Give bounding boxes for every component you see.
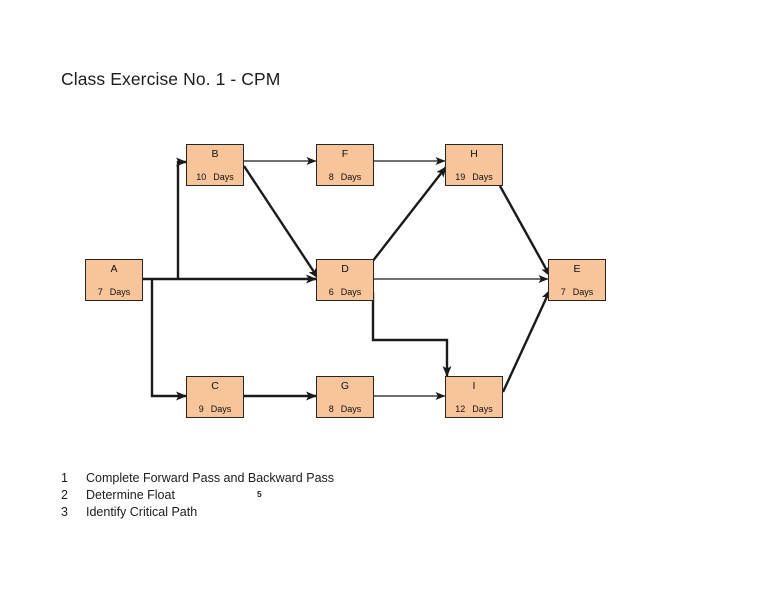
node-a-duration: 7 Days (86, 286, 142, 298)
task-2-number: 2 (61, 488, 68, 503)
node-b-duration-unit: Days (213, 172, 234, 182)
cpm-node-g[interactable]: G 8 Days (316, 376, 374, 418)
node-g-duration-unit: Days (340, 404, 362, 414)
node-d-duration: 6 Days (317, 286, 373, 298)
edge-a-to-b (176, 157, 187, 279)
node-i-id: I (472, 380, 476, 392)
node-e-id: E (573, 263, 581, 275)
node-a-id: A (110, 263, 118, 275)
node-i-duration-unit: Days (472, 404, 493, 414)
task-list: 1 Complete Forward Pass and Backward Pas… (61, 470, 481, 522)
cpm-node-f[interactable]: F 8 Days (316, 144, 374, 186)
node-e-duration-unit: Days (572, 287, 594, 297)
cpm-node-a[interactable]: A 7 Days (85, 259, 143, 301)
node-h-duration-value: 19 (455, 172, 466, 182)
node-a-duration-value: 7 (97, 287, 103, 297)
node-d-duration-value: 6 (328, 287, 334, 297)
node-c-duration-unit: Days (210, 404, 232, 414)
node-i-duration: 12 Days (446, 403, 502, 415)
node-f-id: F (341, 148, 349, 160)
edge-d-to-h (371, 166, 447, 263)
node-f-duration-value: 8 (328, 172, 334, 182)
cpm-node-e[interactable]: E 7 Days (548, 259, 606, 301)
task-list-item: 3 Identify Critical Path (61, 504, 481, 521)
task-3-number: 3 (61, 505, 68, 520)
task-list-item: 2 Determine Float (61, 487, 481, 504)
node-h-id: H (470, 148, 478, 160)
edge-a-to-c (150, 279, 187, 401)
cpm-node-d[interactable]: D 6 Days (316, 259, 374, 301)
node-g-duration: 8 Days (317, 403, 373, 415)
node-c-duration-value: 9 (198, 404, 204, 414)
node-a-duration-unit: Days (109, 287, 131, 297)
page-number: 5 (257, 489, 262, 499)
node-i-duration-value: 12 (455, 404, 466, 414)
node-h-duration: 19 Days (446, 171, 502, 183)
node-b-duration: 10 Days (187, 171, 243, 183)
edge-d-to-i (371, 292, 452, 377)
edge-h-to-e (498, 185, 552, 277)
node-c-duration: 9 Days (187, 403, 243, 415)
cpm-node-b[interactable]: B 10 Days (186, 144, 244, 186)
page-title: Class Exercise No. 1 - CPM (61, 69, 281, 89)
task-list-item: 1 Complete Forward Pass and Backward Pas… (61, 470, 481, 487)
task-3-text: Identify Critical Path (86, 505, 198, 520)
node-f-duration: 8 Days (317, 171, 373, 183)
task-1-text: Complete Forward Pass and Backward Pass (86, 471, 335, 485)
node-g-duration-value: 8 (328, 404, 334, 414)
node-c-id: C (211, 380, 219, 392)
node-e-duration: 7 Days (549, 286, 605, 298)
node-b-id: B (211, 148, 219, 160)
edge-i-to-e (501, 289, 552, 393)
node-e-duration-value: 7 (560, 287, 566, 297)
cpm-node-h[interactable]: H 19 Days (445, 144, 503, 186)
node-h-duration-unit: Days (472, 172, 493, 182)
task-2-text: Determine Float (86, 488, 175, 503)
node-d-duration-unit: Days (340, 287, 362, 297)
node-d-id: D (341, 263, 349, 275)
task-1-number: 1 (61, 471, 68, 485)
cpm-node-i[interactable]: I 12 Days (445, 376, 503, 418)
node-b-duration-value: 10 (196, 172, 207, 182)
edge-b-to-d (242, 165, 320, 279)
cpm-node-c[interactable]: C 9 Days (186, 376, 244, 418)
node-g-id: G (340, 380, 350, 392)
node-f-duration-unit: Days (340, 172, 362, 182)
